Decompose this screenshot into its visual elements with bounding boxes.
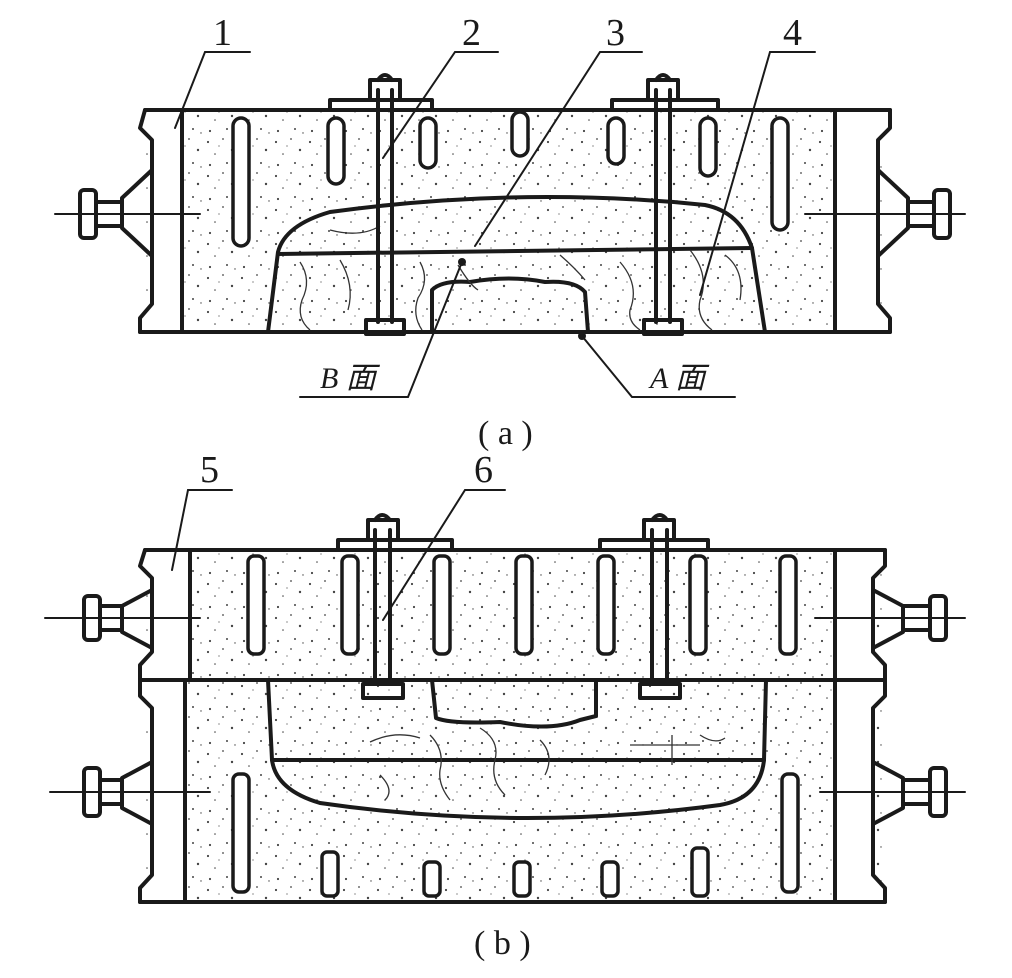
leader-lines-b [171,489,506,621]
crack-lines-b [369,727,726,801]
vent-slots-upper-b [246,554,798,656]
bolt-left-a [328,73,434,336]
vent-slots-a [231,110,790,248]
label-face-b: B 面 [320,362,381,395]
pattern-outline-b [266,678,768,821]
pattern-outline-a [266,195,767,334]
label-4: 4 [783,12,802,54]
vent-slots-lower-b [231,772,800,898]
bolt-left-b [336,513,454,700]
leader-lines-a [174,51,816,398]
bolt-right-a [610,73,720,336]
bolt-right-b [598,513,710,700]
label-2: 2 [462,12,481,54]
label-3: 3 [606,12,625,54]
sand-core-a [430,276,590,334]
lower-right-handle-b [819,760,966,826]
label-6: 6 [474,449,493,491]
label-1: 1 [213,12,232,54]
caption-a: ( a ) [478,415,533,452]
lower-left-handle-b [49,760,211,826]
crack-lines-a [299,225,742,331]
upper-left-handle-b [44,588,201,650]
label-5: 5 [200,449,219,491]
right-handle-a [804,168,966,258]
caption-b: ( b ) [474,925,531,962]
upper-right-handle-b [814,588,966,650]
figure-b-mold [44,489,966,904]
left-handle-a [54,168,201,258]
left-flask-wall-a [138,108,184,334]
figure-a-mold [54,51,966,398]
label-face-a: A 面 [648,362,710,395]
core-print-b [430,678,598,729]
